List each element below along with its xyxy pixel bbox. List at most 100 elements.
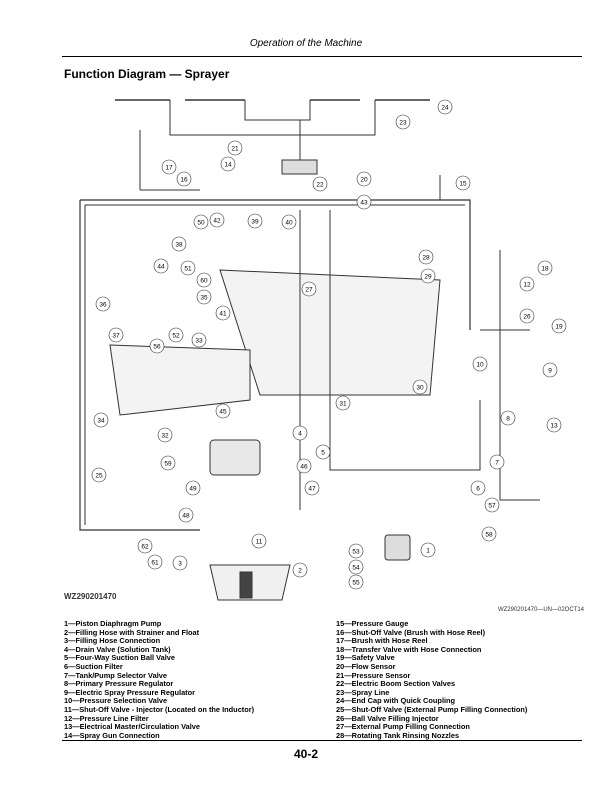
callout-42 — [209, 212, 225, 228]
callout-label: 24 — [441, 104, 449, 111]
callout-label: 10 — [476, 361, 484, 368]
callout-16 — [176, 171, 192, 187]
callout-31 — [335, 395, 351, 411]
callout-label: 22 — [316, 181, 324, 188]
section-title: Function Diagram — Sprayer — [64, 67, 230, 81]
callout-33 — [191, 332, 207, 348]
legend-item: 2—Filling Hose with Strainer and Float — [64, 627, 200, 637]
callout-21 — [227, 140, 243, 156]
legend-item: 13—Electrical Master/Circulation Valve — [64, 722, 200, 732]
callout-label: 9 — [548, 367, 552, 374]
callout-43 — [356, 194, 372, 210]
legend-right: 15—Pressure Gauge 16—Shut-Off Valve (Bru… — [336, 619, 586, 740]
callout-36 — [95, 296, 111, 312]
callout-60 — [196, 272, 212, 288]
legend-item: 19—Safety Valve — [336, 653, 395, 663]
callout-label: 50 — [197, 219, 205, 226]
callout-label: 5 — [321, 449, 325, 456]
callout-61 — [147, 554, 163, 570]
callout-45 — [215, 403, 231, 419]
callout-label: 4 — [298, 430, 302, 437]
legend-item: 23—Spray Line — [336, 687, 390, 697]
callout-8 — [500, 410, 516, 426]
callout-40 — [281, 214, 297, 230]
legend-item: 5—Four-Way Suction Ball Valve — [64, 653, 176, 663]
callout-58 — [481, 526, 497, 542]
callout-1 — [420, 542, 436, 558]
callout-51 — [180, 260, 196, 276]
callout-15 — [455, 175, 471, 191]
legend-left: 1—Piston Diaphragm Pump 2—Filling Hose w… — [64, 619, 334, 740]
callout-label: 19 — [555, 323, 563, 330]
callout-label: 33 — [195, 337, 203, 344]
callout-label: 21 — [231, 145, 239, 152]
callout-label: 40 — [285, 219, 293, 226]
legend-item: 3—Filling Hose Connection — [64, 636, 161, 646]
callout-label: 29 — [424, 273, 432, 280]
callout-57 — [484, 497, 500, 513]
callout-label: 30 — [416, 384, 424, 391]
callout-label: 51 — [184, 265, 192, 272]
callout-26 — [519, 308, 535, 324]
callout-32 — [157, 427, 173, 443]
callout-29 — [420, 268, 436, 284]
footer-rule — [62, 740, 582, 741]
callout-label: 16 — [180, 176, 188, 183]
legend-item: 18—Transfer Valve with Hose Connection — [336, 644, 482, 654]
callout-label: 49 — [189, 485, 197, 492]
callout-label: 43 — [360, 199, 368, 206]
callout-9 — [542, 362, 558, 378]
callout-49 — [185, 480, 201, 496]
callout-label: 58 — [485, 531, 493, 538]
page-number: 40-2 — [293, 747, 319, 761]
callout-label: 23 — [399, 119, 407, 126]
legend-item: 16—Shut-Off Valve (Brush with Hose Reel) — [336, 627, 486, 637]
callout-label: 15 — [459, 180, 467, 187]
callout-34 — [93, 412, 109, 428]
legend-item: 22—Electric Boom Section Valves — [336, 679, 456, 689]
callout-38 — [171, 236, 187, 252]
legend-item: 1—Piston Diaphragm Pump — [64, 619, 162, 628]
callout-2 — [292, 562, 308, 578]
callout-label: 53 — [352, 548, 360, 555]
callout-label: 47 — [308, 485, 316, 492]
callout-54 — [348, 559, 364, 575]
callout-label: 61 — [151, 559, 159, 566]
callout-label: 35 — [200, 294, 208, 301]
callout-label: 2 — [298, 567, 302, 574]
callout-39 — [247, 213, 263, 229]
callout-label: 62 — [141, 543, 149, 550]
legend-item: 8—Primary Pressure Regulator — [64, 679, 174, 689]
legend-item: 27—External Pump Filling Connection — [336, 722, 470, 732]
callout-19 — [551, 318, 567, 334]
callout-56 — [149, 338, 165, 354]
callout-label: 34 — [97, 417, 105, 424]
callout-12 — [519, 276, 535, 292]
callout-label: 6 — [476, 485, 480, 492]
callout-label: 31 — [339, 400, 347, 407]
legend-item: 28—Rotating Tank Rinsing Nozzles — [336, 730, 460, 740]
callout-label: 14 — [224, 161, 232, 168]
callout-label: 27 — [305, 286, 313, 293]
callout-5 — [315, 444, 331, 460]
callout-13 — [546, 417, 562, 433]
callout-label: 44 — [157, 263, 165, 270]
legend-item: 4—Drain Valve (Solution Tank) — [64, 644, 171, 654]
callout-label: 7 — [495, 459, 499, 466]
callout-label: 8 — [506, 415, 510, 422]
callout-label: 42 — [213, 217, 221, 224]
legend-item: 6—Suction Filter — [64, 661, 123, 671]
legend-item: 11—Shut-Off Valve - Injector (Located on… — [64, 704, 255, 714]
callout-20 — [356, 171, 372, 187]
legend-item: 10—Pressure Selection Valve — [64, 696, 168, 706]
callout-label: 11 — [256, 538, 263, 545]
callout-label: 3 — [178, 560, 182, 567]
legend-item: 17—Brush with Hose Reel — [336, 636, 428, 646]
header-rule — [62, 56, 582, 57]
callout-label: 12 — [523, 281, 531, 288]
callout-label: 13 — [550, 422, 558, 429]
callout-50 — [193, 214, 209, 230]
callout-25 — [91, 467, 107, 483]
legend-item: 15—Pressure Gauge — [336, 619, 409, 628]
callout-17 — [161, 159, 177, 175]
